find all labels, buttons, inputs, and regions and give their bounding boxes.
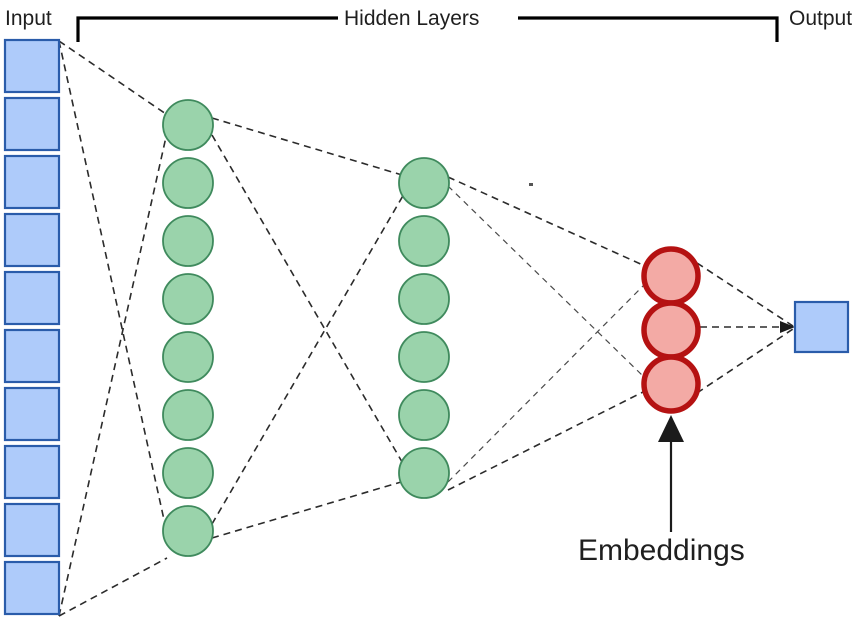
hidden1-node-2 [162, 157, 214, 209]
output-arrowhead [780, 321, 795, 333]
output-node-1 [793, 300, 850, 354]
edge-in1-h1bottom [58, 40, 169, 539]
hidden-layers-label: Hidden Layers [344, 7, 479, 30]
input-layer-nodes [3, 38, 61, 616]
input-label: Input [5, 7, 52, 30]
hidden1-node-3 [162, 215, 214, 267]
embedding-node-1 [641, 246, 701, 306]
hidden2-node-4 [398, 331, 450, 383]
output-label: Output [789, 7, 852, 30]
hidden-layer-2-nodes [398, 157, 450, 499]
hidden2-node-1 [398, 157, 450, 209]
hidden1-node-8 [162, 505, 214, 557]
edge-embbottom-output [696, 328, 794, 394]
embeddings-label: Embeddings [578, 534, 745, 567]
hidden1-node-4 [162, 273, 214, 325]
input-node-7 [3, 386, 61, 442]
hidden1-node-6 [162, 389, 214, 441]
edges-embeddings-to-output [696, 262, 795, 394]
edge-h1bottom-h2bottom [211, 481, 402, 539]
edge-h2bottom-embbottom [447, 390, 646, 491]
stray-mark-artifact [529, 183, 533, 186]
input-node-2 [3, 96, 61, 152]
bracket-left-segment [76, 16, 338, 42]
input-node-3 [3, 154, 61, 210]
input-node-9 [3, 502, 61, 558]
embedding-layer-nodes [641, 246, 701, 414]
input-node-6 [3, 328, 61, 384]
edge-in10-h1top [58, 136, 167, 617]
hidden1-node-1 [162, 99, 214, 151]
edge-h2top-embbottom [447, 185, 645, 378]
hidden2-node-2 [398, 215, 450, 267]
embeddings-arrow-head [658, 415, 684, 442]
embeddings-annotation: Embeddings [578, 415, 745, 567]
edge-in1-h1top [58, 40, 167, 115]
hidden-layers-bracket [76, 16, 779, 42]
bracket-right-segment [518, 16, 779, 42]
hidden-layer-1-nodes [162, 99, 214, 557]
edges-hidden1-to-hidden2 [211, 117, 406, 539]
edge-embtop-output [696, 262, 794, 327]
edge-h1top-h2bottom [211, 134, 406, 468]
hidden1-node-5 [162, 331, 214, 383]
input-node-4 [3, 212, 61, 268]
input-node-8 [3, 444, 61, 500]
edge-in10-h1bottom [58, 557, 168, 617]
edge-h2top-embtop [447, 176, 646, 267]
hidden2-node-6 [398, 447, 450, 499]
edge-h1bottom-h2top [211, 193, 405, 525]
input-node-10 [3, 560, 61, 616]
hidden1-node-7 [162, 447, 214, 499]
embedding-node-3 [641, 354, 701, 414]
embedding-node-2 [641, 300, 701, 360]
edges-hidden2-to-embeddings [447, 176, 646, 491]
hidden2-node-5 [398, 389, 450, 441]
edge-h2bottom-embtop [447, 284, 645, 483]
input-node-1 [3, 38, 61, 94]
hidden2-node-3 [398, 273, 450, 325]
edges-input-to-hidden1 [58, 40, 169, 617]
input-node-5 [3, 270, 61, 326]
output-layer-nodes [793, 300, 850, 354]
edge-h1top-h2top [211, 117, 403, 176]
